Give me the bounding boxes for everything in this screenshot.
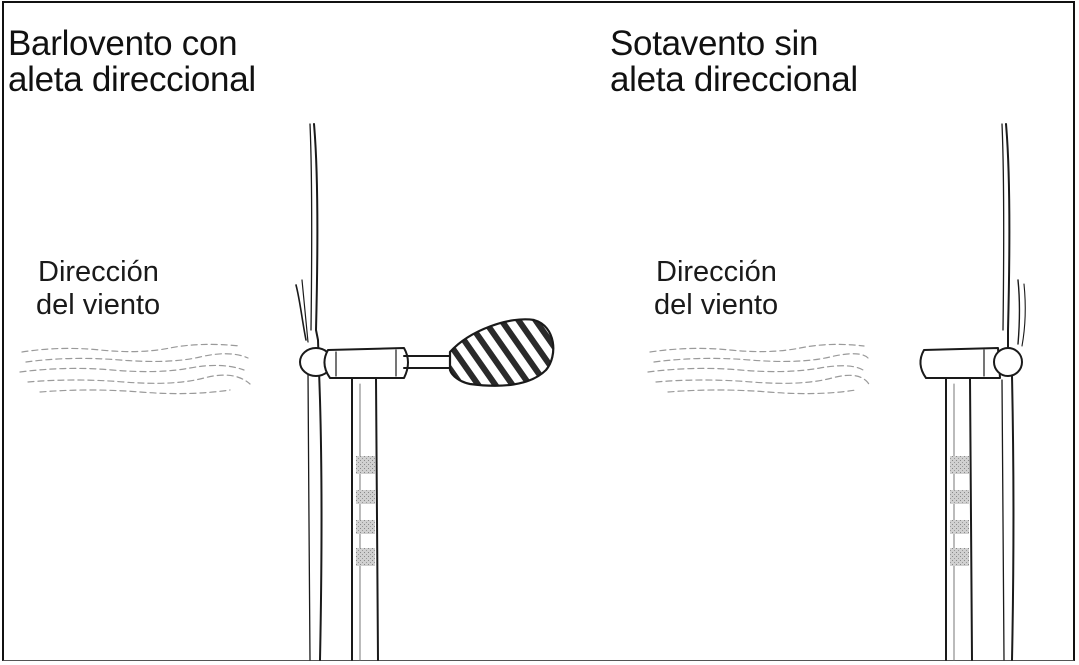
- left-wind-label-line1: Dirección: [38, 256, 159, 288]
- left-tower-band: [356, 520, 375, 534]
- right-tower-band: [950, 520, 969, 534]
- right-title-line2: aleta direccional: [610, 60, 858, 99]
- right-tower-band: [950, 456, 969, 474]
- right-title-line1: Sotavento sin: [610, 24, 819, 63]
- tail-vane: [448, 318, 555, 387]
- left-title-line1: Barlovento con: [8, 24, 238, 63]
- right-wind-label-line1: Dirección: [656, 256, 777, 288]
- upwind-turbine: [19, 123, 555, 661]
- left-title-line2: aleta direccional: [8, 60, 256, 99]
- left-wind-label-line2: del viento: [36, 289, 161, 321]
- downwind-turbine: [647, 123, 1026, 661]
- right-tower-band: [950, 548, 969, 566]
- left-tower-band: [356, 456, 375, 474]
- left-tower-band: [356, 490, 375, 504]
- right-wind-label-line2: del viento: [654, 289, 779, 321]
- left-tower-band: [356, 548, 375, 566]
- right-tower-band: [950, 490, 969, 504]
- left-wind-lines: [19, 343, 251, 395]
- right-wind-lines: [647, 343, 871, 395]
